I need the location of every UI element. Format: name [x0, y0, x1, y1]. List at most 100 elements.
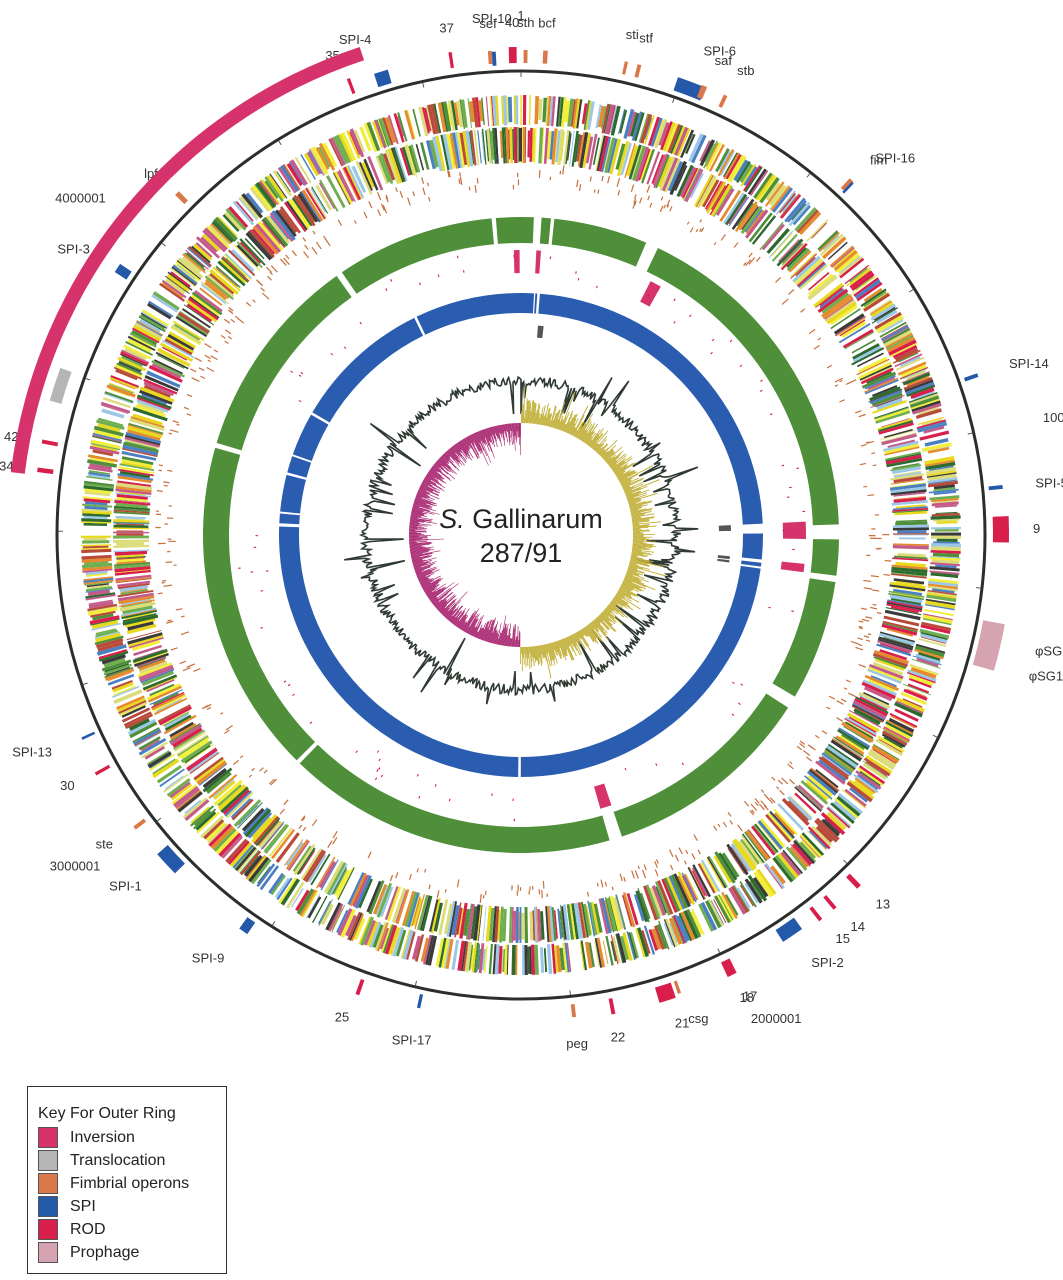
cds-forward-mark: [270, 171, 290, 198]
gc-skew-negative: [423, 479, 445, 492]
cds-forward-mark: [811, 222, 829, 241]
pseudogene-mark: [559, 170, 562, 175]
cds-reverse-mark: [188, 750, 219, 773]
cds-forward-mark: [320, 903, 334, 926]
rod-mark: [253, 546, 257, 548]
cds-forward-mark: [132, 727, 160, 743]
cds-reverse-mark: [247, 811, 273, 839]
pseudogene-mark: [647, 195, 651, 201]
cds-forward-mark: [140, 312, 168, 329]
gc-skew-negative: [433, 593, 448, 606]
cds-forward-mark: [172, 264, 198, 285]
cds-forward-mark: [467, 98, 473, 129]
cds-reverse-mark: [244, 808, 272, 838]
cds-forward-mark: [142, 309, 170, 327]
cds-forward-mark: [193, 808, 217, 830]
cds-reverse-mark: [492, 127, 497, 164]
gc-skew-negative: [434, 592, 453, 607]
gc-skew-positive: [573, 430, 578, 437]
cds-reverse-mark: [404, 891, 418, 927]
cds-reverse-mark: [852, 700, 887, 720]
cds-reverse-mark: [151, 363, 182, 379]
gc-skew-positive: [582, 628, 588, 637]
cds-forward-mark: [602, 940, 609, 964]
green-ring-segment: [539, 217, 551, 245]
cds-forward-mark: [85, 501, 108, 506]
gc-skew-positive: [577, 631, 588, 647]
rod-mark: [250, 571, 254, 573]
cds-forward-mark: [665, 918, 678, 947]
feature-label: SPI-1: [109, 878, 142, 893]
cds-forward-mark: [601, 103, 610, 134]
cds-reverse-mark: [416, 894, 429, 931]
cds-reverse-mark: [892, 533, 929, 535]
cds-reverse-mark: [451, 905, 460, 936]
cds-reverse-mark: [708, 855, 728, 888]
cds-forward-mark: [551, 96, 556, 127]
gc-skew-positive: [623, 579, 642, 589]
gc-skew-negative: [409, 536, 428, 539]
gc-skew-negative: [409, 536, 428, 538]
pseudogene-mark: [597, 189, 600, 194]
cds-reverse-mark: [635, 146, 650, 182]
cds-reverse-mark: [227, 249, 256, 277]
pseudogene-mark: [840, 698, 847, 703]
cds-forward-mark: [83, 577, 114, 583]
cds-reverse-mark: [628, 144, 642, 180]
gc-skew-negative: [429, 469, 444, 480]
rod-marks-inner-ring: [238, 250, 806, 822]
cds-forward-mark: [851, 272, 875, 292]
gc-skew-negative: [479, 430, 487, 446]
gc-skew-positive: [608, 459, 617, 467]
cds-forward-mark: [85, 586, 113, 592]
gc-skew-negative: [414, 498, 434, 506]
gc-skew-negative: [444, 604, 457, 618]
rod-mark: [647, 293, 650, 297]
cds-reverse-mark: [872, 385, 898, 397]
gc-skew-positive: [607, 450, 624, 465]
pseudogene-mark: [669, 206, 673, 212]
pseudogene-mark: [542, 881, 545, 889]
gc-skew-negative: [409, 546, 434, 551]
gc-skew-negative: [410, 515, 433, 521]
gc-skew-positive: [582, 422, 596, 442]
cds-reverse-mark: [119, 463, 155, 472]
cds-reverse-mark: [847, 721, 874, 737]
cds-forward-mark: [308, 148, 325, 176]
gc-skew-positive: [582, 426, 595, 443]
cds-reverse-mark: [844, 718, 877, 737]
cds-reverse-mark: [872, 661, 904, 676]
gc-skew-negative: [424, 583, 438, 592]
cds-reverse-mark: [481, 131, 485, 161]
gc-skew-positive: [558, 418, 564, 430]
pseudogene-mark: [854, 410, 862, 414]
cds-forward-mark: [564, 100, 571, 123]
gc-skew-negative: [439, 457, 452, 468]
pseudogene-mark: [601, 175, 604, 182]
cds-reverse-mark: [113, 539, 150, 543]
pseudogene-mark: [799, 742, 806, 748]
gc-skew-positive: [571, 634, 583, 655]
cds-reverse-mark: [144, 375, 179, 392]
cds-reverse-mark: [146, 370, 181, 389]
pseudogene-mark: [863, 579, 871, 582]
gc-skew-negative: [474, 631, 478, 638]
gc-skew-negative: [437, 594, 455, 610]
gc-skew-positive: [632, 545, 653, 548]
cds-forward-mark: [86, 573, 108, 577]
cds-forward-mark: [457, 940, 466, 971]
gc-skew-positive: [565, 637, 571, 647]
cds-forward-mark: [120, 351, 149, 366]
gc-skew-positive: [626, 571, 640, 577]
cds-forward-mark: [753, 172, 773, 199]
gc-skew-negative: [496, 638, 500, 645]
cds-reverse-mark: [318, 182, 335, 210]
cds-forward-mark: [678, 912, 693, 942]
cds-reverse-mark: [892, 586, 923, 593]
gc-skew-negative: [409, 537, 428, 539]
cds-reverse-mark: [221, 256, 250, 282]
pseudogene-mark: [826, 706, 831, 710]
cds-reverse-mark: [819, 288, 845, 309]
cds-forward-mark: [603, 104, 611, 134]
cds-reverse-mark: [518, 127, 523, 162]
